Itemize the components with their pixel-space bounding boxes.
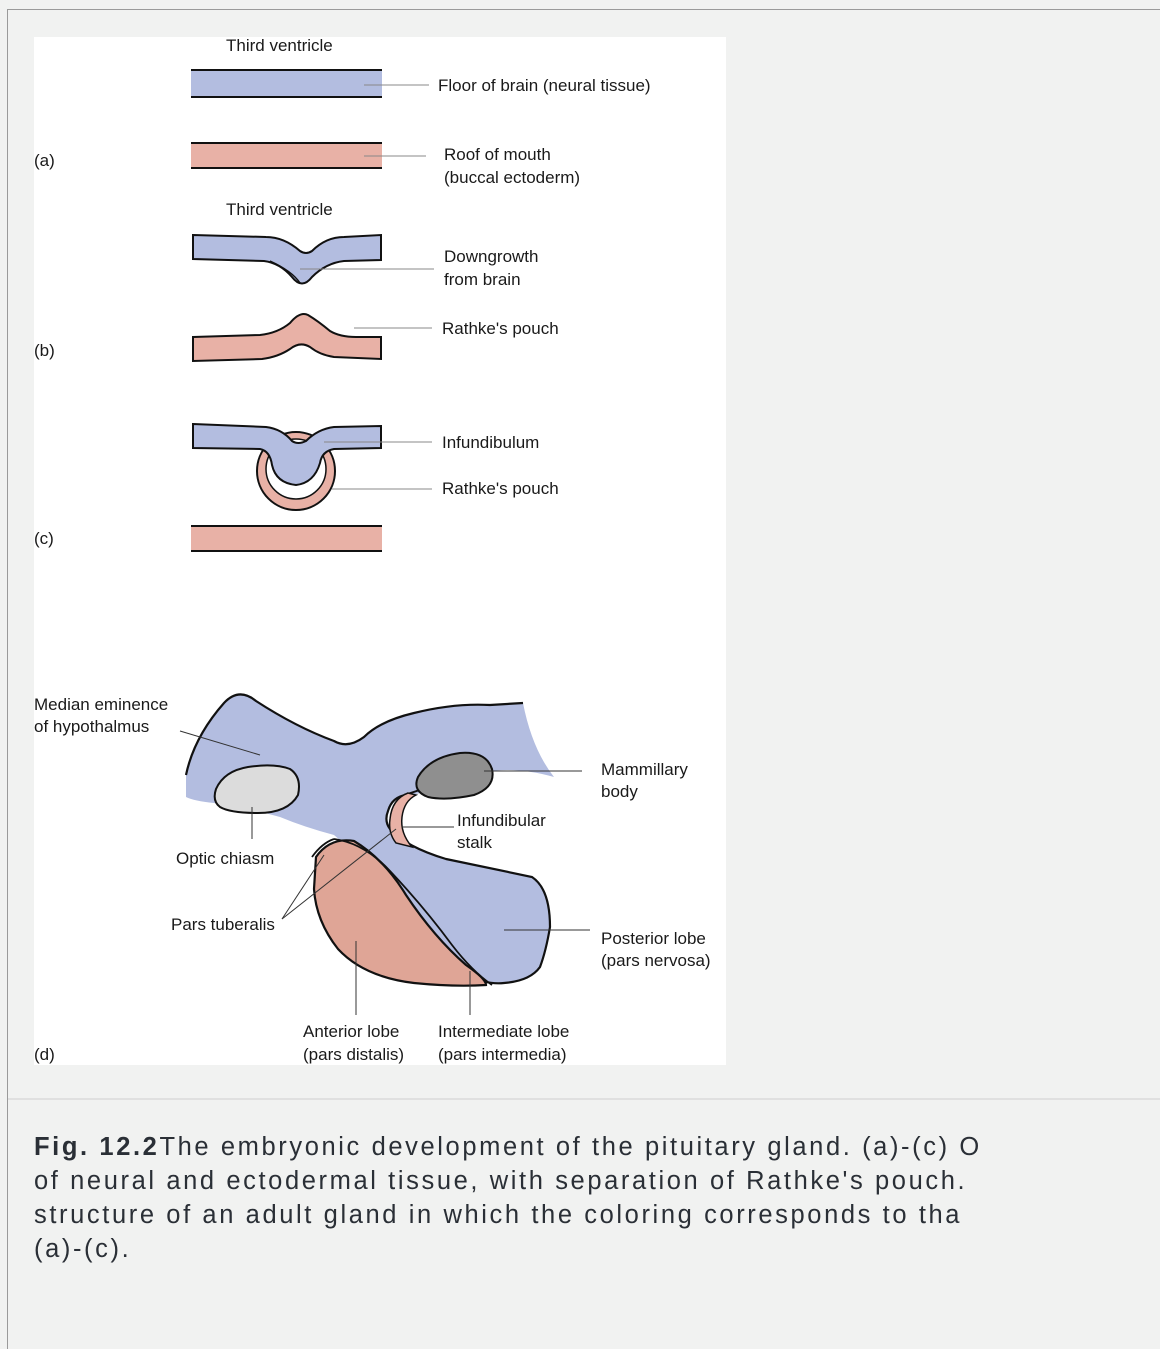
label-third-ventricle-a: Third ventricle	[226, 37, 333, 55]
label-median-eminence-2: of hypothalmus	[34, 717, 149, 736]
label-rathkes-pouch-b: Rathke's pouch	[442, 319, 559, 338]
figure-number: Fig. 12.2	[34, 1133, 159, 1161]
label-rathkes-pouch-c: Rathke's pouch	[442, 479, 559, 498]
panel-label-b: (b)	[34, 341, 55, 360]
label-downgrowth-2: from brain	[444, 270, 521, 289]
label-posterior-lobe-1: Posterior lobe	[601, 929, 706, 948]
neural-downgrowth-shape	[193, 235, 381, 284]
label-anterior-lobe-2: (pars distalis)	[303, 1045, 404, 1064]
label-infundibulum: Infundibulum	[442, 433, 539, 452]
label-mammillary-body-2: body	[601, 782, 638, 801]
caption-line-1: Fig. 12.2The embryonic development of th…	[34, 1130, 1160, 1164]
pituitary-development-figure: Third ventricle Floor of brain (neural t…	[34, 37, 726, 1065]
label-third-ventricle-b: Third ventricle	[226, 200, 333, 219]
label-posterior-lobe-2: (pars nervosa)	[601, 951, 711, 970]
panel-c: Infundibulum Rathke's pouch (c)	[34, 424, 559, 551]
label-intermediate-lobe-2: (pars intermedia)	[438, 1045, 567, 1064]
label-infundibular-stalk-2: stalk	[457, 833, 492, 852]
neural-tissue-band-a	[191, 70, 382, 97]
caption-line-3: structure of an adult gland in which the…	[34, 1198, 1160, 1232]
figure-caption: Fig. 12.2The embryonic development of th…	[34, 1130, 1160, 1266]
label-pars-tuberalis: Pars tuberalis	[171, 915, 275, 934]
caption-line-4: (a)-(c).	[34, 1232, 1160, 1266]
label-median-eminence-1: Median eminence	[34, 695, 168, 714]
label-intermediate-lobe-1: Intermediate lobe	[438, 1022, 569, 1041]
label-infundibular-stalk-1: Infundibular	[457, 811, 546, 830]
label-roof-of-mouth-1: Roof of mouth	[444, 145, 551, 164]
ectoderm-band-c	[191, 526, 382, 551]
caption-line-2: of neural and ectodermal tissue, with se…	[34, 1164, 1160, 1198]
panel-label-d: (d)	[34, 1045, 55, 1064]
panel-b: Third ventricle Downgrowth from brain Ra…	[34, 200, 559, 361]
label-mammillary-body-1: Mammillary	[601, 760, 688, 779]
label-roof-of-mouth-2: (buccal ectoderm)	[444, 168, 580, 187]
label-optic-chiasm: Optic chiasm	[176, 849, 274, 868]
label-floor-of-brain: Floor of brain (neural tissue)	[438, 76, 651, 95]
panel-label-c: (c)	[34, 529, 54, 548]
caption-divider	[8, 1098, 1160, 1100]
caption-line-1-text: The embryonic development of the pituita…	[159, 1133, 981, 1161]
panel-a: Third ventricle Floor of brain (neural t…	[34, 37, 651, 187]
label-anterior-lobe-1: Anterior lobe	[303, 1022, 399, 1041]
ectoderm-rathke-shape	[193, 314, 381, 361]
ectoderm-band-a	[191, 143, 382, 168]
label-downgrowth-1: Downgrowth	[444, 247, 539, 266]
panel-d: Median eminence of hypothalmus Mammillar…	[34, 694, 711, 1064]
panel-label-a: (a)	[34, 151, 55, 170]
pituitary-diagram: Third ventricle Floor of brain (neural t…	[34, 37, 726, 1065]
